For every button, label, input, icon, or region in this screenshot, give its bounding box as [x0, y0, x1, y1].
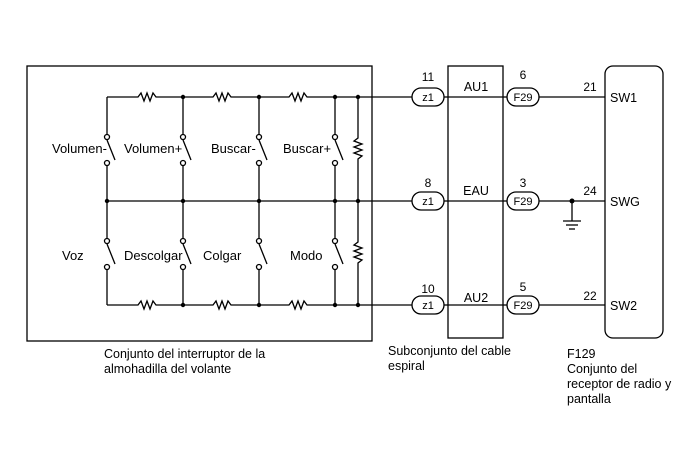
spiral-cable-caption-line1: Subconjunto del cable	[388, 344, 511, 358]
pin-11: 11	[422, 70, 435, 84]
pin-10: 10	[421, 282, 435, 296]
receiver-box	[604, 65, 664, 339]
receiver-code: F129	[567, 347, 596, 361]
spiral-cable-caption-line2: espiral	[388, 359, 425, 373]
connector-f29-label-mid: F29	[514, 196, 533, 208]
pin-8: 8	[425, 176, 432, 190]
pin-24: 24	[583, 184, 597, 198]
pin-21: 21	[583, 80, 597, 94]
au1-bus	[107, 91, 412, 103]
connector-f29-mid	[506, 191, 540, 211]
switch-label-colgar: Colgar	[203, 248, 242, 263]
switch-label-volumen-plus: Volumen+	[124, 141, 182, 156]
pin-6: 6	[520, 68, 527, 82]
au2-bus	[107, 299, 412, 311]
connector-z1-label-bottom: z1	[422, 300, 434, 312]
switch-label-voz: Voz	[62, 248, 84, 263]
terminal-swg: SWG	[610, 195, 640, 209]
junction-dots	[104, 94, 575, 308]
pin-5: 5	[520, 280, 527, 294]
pin-22: 22	[583, 289, 597, 303]
receiver-caption-line2: receptor de radio y	[567, 377, 672, 391]
connector-z1-top	[411, 87, 445, 107]
switch-label-buscar-plus: Buscar+	[283, 141, 331, 156]
column-4	[334, 97, 344, 305]
terminal-sw2: SW2	[610, 299, 637, 313]
switch-label-buscar-minus: Buscar-	[211, 141, 256, 156]
switch-label-descolgar: Descolgar	[124, 248, 183, 263]
column-1	[106, 97, 116, 305]
pin-3: 3	[520, 176, 527, 190]
connector-f29-label-bottom: F29	[514, 300, 533, 312]
switch-assembly-box	[26, 65, 373, 342]
receiver-caption-line3: pantalla	[567, 392, 611, 406]
signal-au1: AU1	[464, 80, 488, 94]
connector-f29-label-top: F29	[514, 92, 533, 104]
connector-f29-top	[506, 87, 540, 107]
column-2	[182, 97, 192, 305]
connector-z1-label-mid: z1	[422, 196, 434, 208]
connector-z1-label-top: z1	[422, 92, 434, 104]
ground-icon	[563, 201, 581, 230]
receiver-caption-line1: Conjunto del	[567, 362, 637, 376]
column-5-resistors	[352, 97, 364, 305]
switch-assembly-caption-line1: Conjunto del interruptor de la	[104, 347, 265, 361]
signal-au2: AU2	[464, 291, 488, 305]
connector-f29-bottom	[506, 295, 540, 315]
signal-eau: EAU	[463, 184, 489, 198]
connector-z1-mid	[411, 191, 445, 211]
switch-label-modo: Modo	[290, 248, 323, 263]
switch-label-volumen-minus: Volumen-	[52, 141, 107, 156]
switch-assembly-caption-line2: almohadilla del volante	[104, 362, 231, 376]
spiral-cable-box	[447, 65, 504, 339]
terminal-sw1: SW1	[610, 91, 637, 105]
connector-z1-bottom	[411, 295, 445, 315]
column-3	[258, 97, 268, 305]
